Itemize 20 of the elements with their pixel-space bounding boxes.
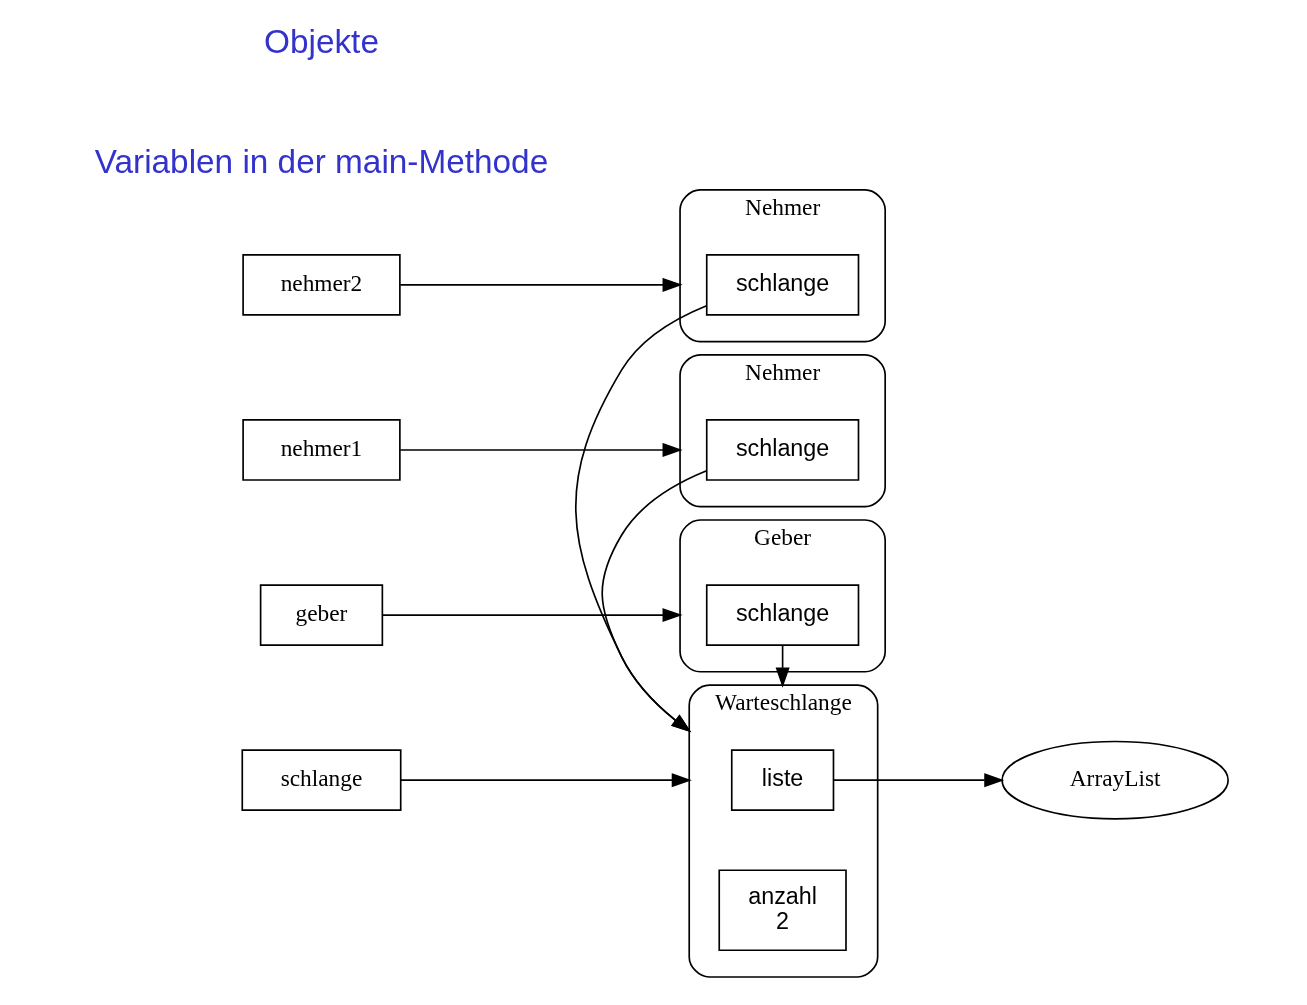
label: Objekte: [263, 23, 379, 61]
node-box: nehmer1: [241, 419, 401, 481]
node-box: schlange: [705, 254, 859, 316]
arrow: [775, 644, 790, 688]
arrow: [574, 304, 707, 733]
node-box: liste: [730, 749, 834, 812]
arrow: [398, 277, 683, 292]
arrow: [381, 608, 683, 623]
node-box: schlange: [705, 584, 859, 646]
node-ellipse: ArrayList: [1000, 740, 1229, 820]
node-box: schlange: [705, 419, 859, 481]
label: Variablen in der main-Methode: [94, 143, 548, 181]
node-box: nehmer2: [241, 254, 401, 316]
arrow: [399, 773, 692, 788]
node-box: schlange: [240, 749, 402, 812]
arrow: [832, 773, 1004, 788]
node-box: geber: [259, 584, 383, 646]
arrow: [398, 442, 683, 457]
arrow: [600, 469, 707, 733]
node-box: anzahl 2: [717, 869, 847, 952]
